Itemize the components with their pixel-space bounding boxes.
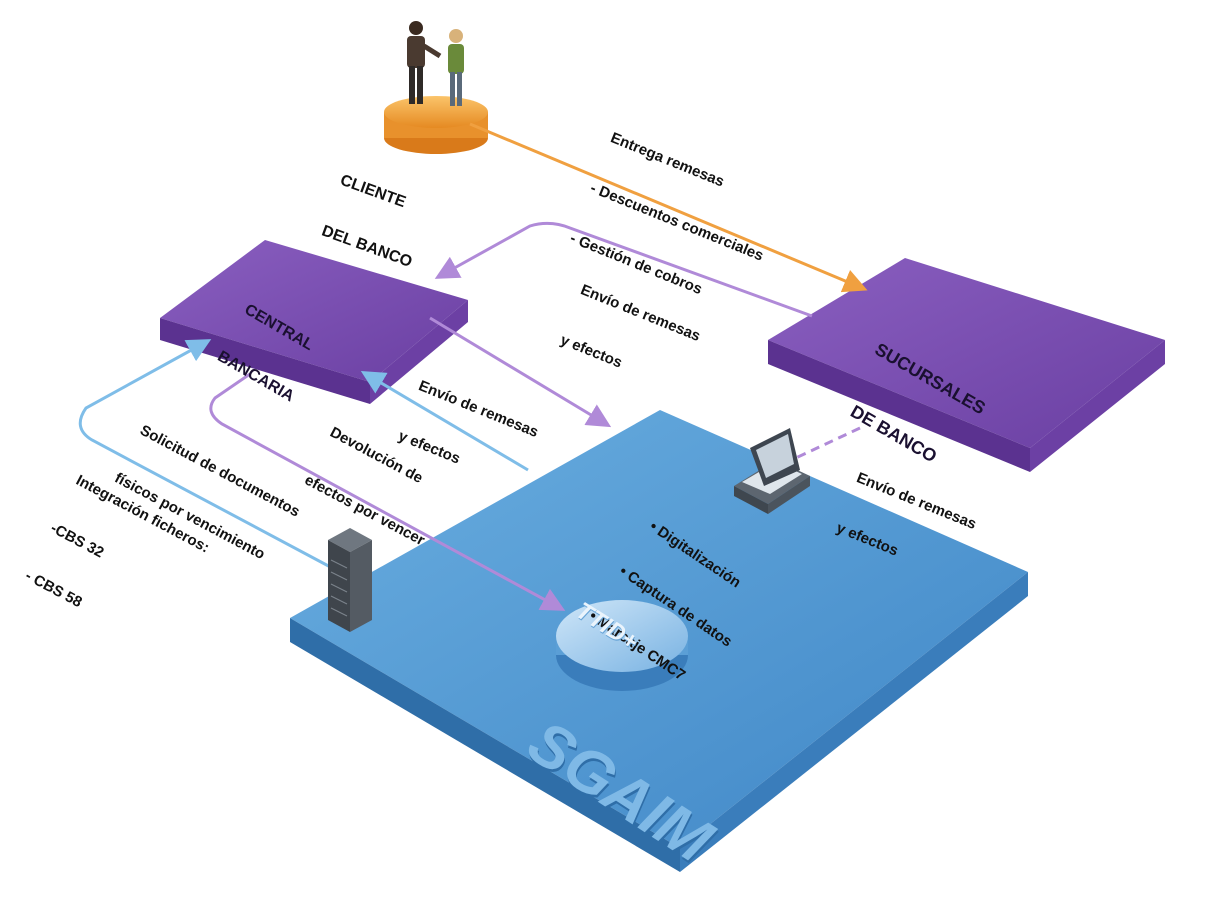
arrow-server-central [78,339,337,572]
scanner-icon [734,428,810,514]
arrow-central-platform [429,316,612,428]
cliente-line-1: CLIENTE [337,171,409,212]
arrow-central-ttid [209,372,566,611]
people-icon [407,21,464,106]
sucursales-block [768,258,1165,472]
server-icon [328,528,372,632]
envio-mid-line-1: Envío de remesas [416,377,541,441]
central-line-1: CENTRAL [241,301,317,355]
envio-right-line-1: Envío de remesas [854,469,979,533]
envio-top-line-1: Envío de remesas [578,281,703,345]
arrow-sucursales-central [434,221,813,318]
ttid-disc [556,600,688,691]
arrow-platform-central [360,370,529,472]
sucursales-line-1: SUCURSALES [871,338,989,419]
arrow-cliente-sucursales [469,122,868,293]
